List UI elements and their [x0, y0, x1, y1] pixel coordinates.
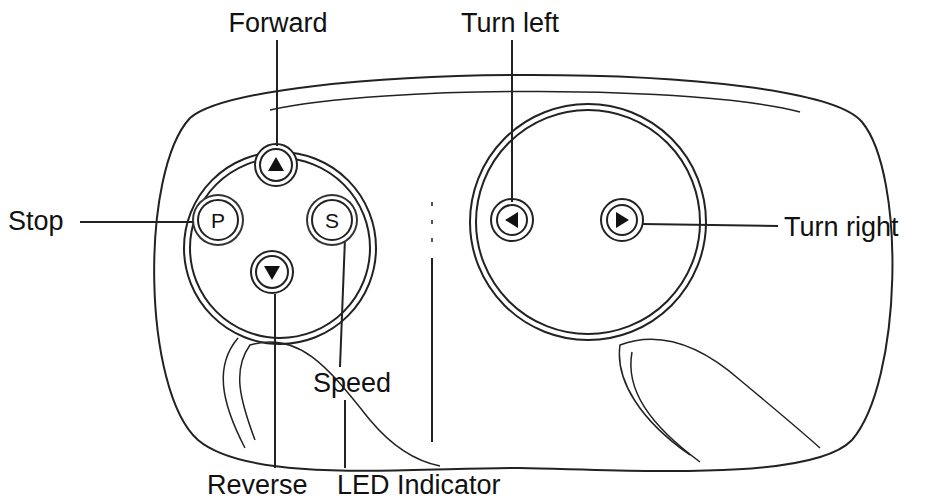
turn-right-button [601, 199, 643, 241]
part-label: Turn right [784, 213, 899, 243]
body-groove [223, 338, 245, 448]
part-label: Forward [228, 9, 327, 39]
part-label: Turn left [461, 9, 559, 39]
forward-button [255, 144, 297, 186]
speed-button: S [311, 199, 353, 241]
stop-button: P [197, 199, 239, 241]
part-label: Stop [8, 207, 64, 237]
part-label: LED Indicator [337, 471, 501, 501]
leader-line [80, 40, 778, 468]
led-indicator [431, 202, 433, 242]
controller-body [154, 75, 892, 471]
right-pad-ring [476, 110, 700, 334]
turn-left-button [491, 199, 533, 241]
part-label: Speed [313, 369, 391, 399]
body-groove [631, 352, 700, 462]
body-groove [270, 91, 800, 112]
button-letter: P [211, 210, 225, 231]
body-groove [619, 339, 820, 455]
right-pad-ring [470, 104, 706, 340]
part-label: Reverse [207, 471, 308, 501]
button-letter: S [325, 210, 339, 231]
reverse-button [251, 251, 293, 293]
